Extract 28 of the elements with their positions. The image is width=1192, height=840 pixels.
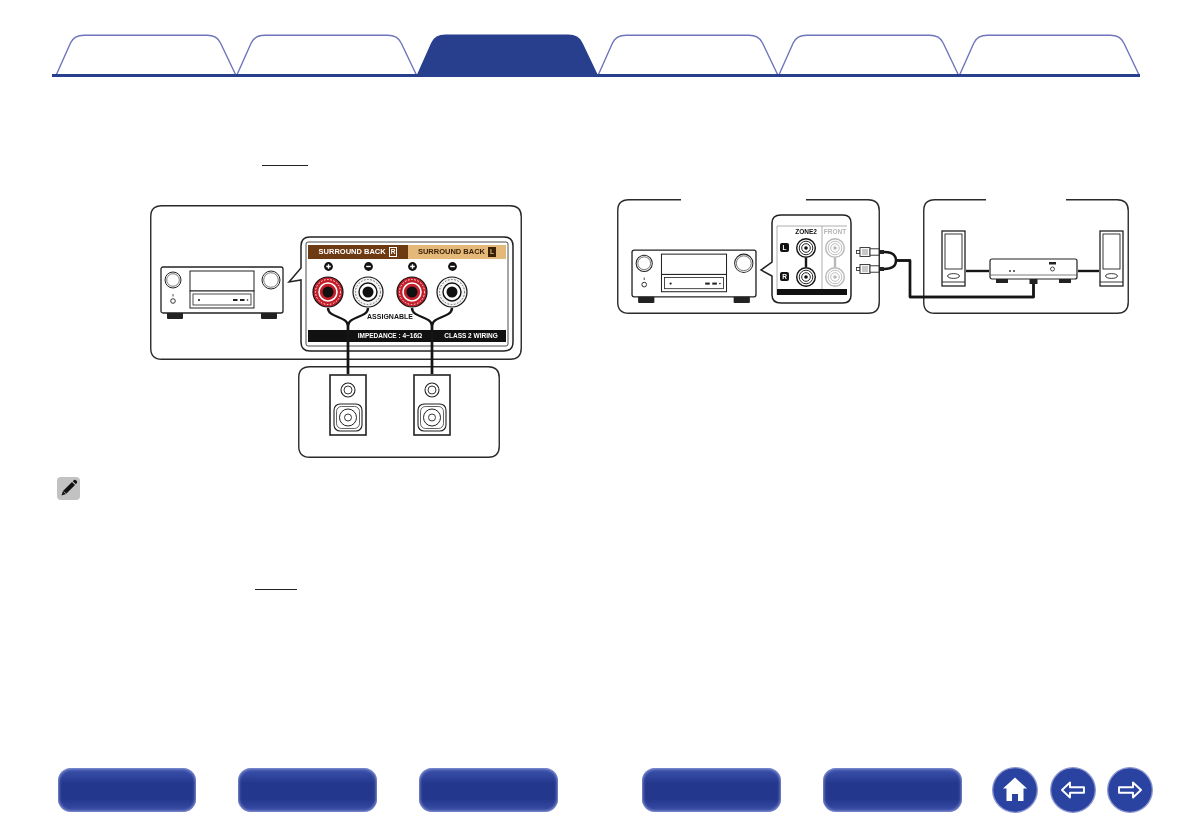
av-receiver-drawing <box>631 249 757 306</box>
connector-line <box>833 258 837 267</box>
speaker-terminal <box>312 276 344 308</box>
av-receiver-drawing <box>160 266 284 322</box>
rca-jack <box>825 238 845 258</box>
audio-cable <box>883 259 1035 299</box>
speaker-terminal <box>352 276 384 308</box>
jack-panel <box>760 214 852 304</box>
group-frame <box>923 199 1129 314</box>
rca-plug-drawing <box>856 264 884 274</box>
speaker-terminal <box>436 276 468 308</box>
speaker-drawing <box>413 374 451 436</box>
amplifier-drawing <box>989 258 1078 284</box>
rca-plug-drawing <box>856 247 884 257</box>
speaker-drawing <box>941 230 966 287</box>
group-frame <box>298 366 500 458</box>
rca-jack <box>825 267 845 287</box>
speaker-cable <box>346 307 370 374</box>
speaker-cable <box>1078 269 1099 273</box>
connector-line <box>804 258 808 267</box>
speaker-cable <box>966 269 989 273</box>
speaker-drawing <box>1099 230 1124 287</box>
terminal-panel <box>288 236 514 352</box>
speaker-terminal <box>396 276 428 308</box>
group-frame <box>150 205 522 360</box>
speaker-drawing <box>329 374 367 436</box>
group-frame <box>617 199 880 314</box>
speaker-cable <box>430 307 454 374</box>
